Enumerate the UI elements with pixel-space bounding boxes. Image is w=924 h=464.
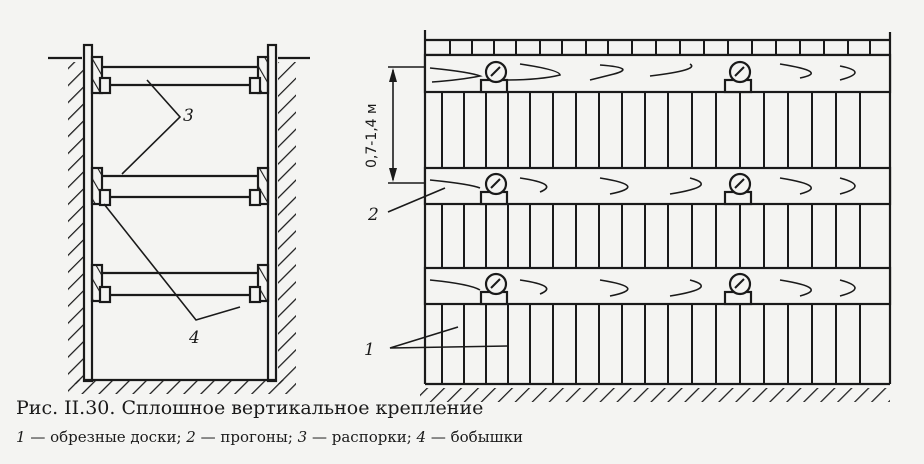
soil-base	[420, 388, 890, 402]
soil-bottom	[68, 380, 296, 394]
soil-left	[68, 62, 86, 384]
figure-caption-title: Рис. II.30. Сплошное вертикальное крепле…	[16, 397, 484, 419]
sheeting-elevation	[387, 30, 892, 402]
label-spacer: 3	[183, 106, 194, 126]
trench-cross-section	[48, 43, 310, 394]
tier-2	[90, 166, 270, 207]
legend-text-3: распорки	[331, 428, 407, 446]
legend-num-2: 2	[186, 428, 196, 446]
runner-3	[423, 266, 892, 306]
runner-1	[423, 53, 892, 94]
legend-num-4: 4	[416, 428, 427, 446]
legend-text-2: прогоны	[220, 428, 288, 446]
figure-legend: 1 — обрезные доски; 2 — прогоны; 3 — рас…	[16, 428, 523, 446]
label-plank: 1	[364, 340, 375, 360]
planks	[441, 92, 861, 384]
tier-3	[90, 263, 270, 304]
legend-text-1: обрезные доски	[50, 428, 177, 446]
legend-num-3: 3	[297, 428, 308, 446]
label-runner: 2	[368, 205, 379, 225]
tier-1	[90, 55, 270, 95]
dimension-label: 0,7-1,4 м	[364, 103, 380, 168]
soil-right	[278, 62, 296, 384]
legend-text-4: бобышки	[450, 428, 523, 446]
runner-2	[423, 166, 892, 206]
label-block: 4	[189, 328, 200, 348]
legend-num-1: 1	[16, 428, 26, 446]
